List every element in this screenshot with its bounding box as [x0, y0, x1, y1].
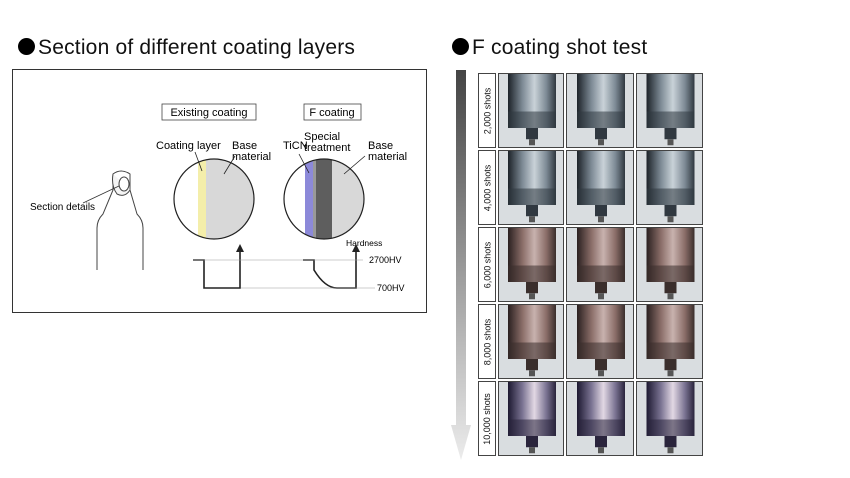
shots-row-label-text: 10,000 shots — [482, 392, 493, 445]
f-coating-title-box — [303, 103, 362, 121]
f-base-label-1: Base — [368, 140, 393, 152]
shots-row-label-text: 8,000 shots — [482, 318, 493, 365]
left-heading-text: Section of different coating layers — [38, 36, 356, 59]
hardness-label: Hardness — [346, 238, 382, 248]
shot-test-photo — [498, 150, 564, 225]
special-treatment-label-1: Special — [304, 131, 340, 143]
section-details-leader — [82, 185, 120, 204]
shot-test-photo — [498, 381, 564, 456]
existing-base-label-1: Base — [232, 140, 257, 152]
right-heading-text: F coating shot test — [472, 36, 648, 59]
bullet-icon — [452, 38, 469, 55]
shots-row-label: 10,000 shots — [478, 381, 496, 456]
shot-test-photo — [566, 73, 634, 148]
left-heading: Section of different coating layers — [18, 36, 355, 60]
existing-coating-title-box — [161, 103, 257, 121]
shots-row-label-text: 4,000 shots — [482, 164, 493, 211]
existing-base-label-2: material — [232, 151, 271, 163]
shots-row-label: 8,000 shots — [478, 304, 496, 379]
existing-coating-title: Existing coating — [170, 107, 247, 119]
shot-test-photo — [566, 150, 634, 225]
right-heading: F coating shot test — [452, 36, 647, 60]
hardness-arrow-icon — [236, 244, 244, 252]
shot-test-photo — [636, 227, 703, 302]
section-diagram-svg: Section details Existing coating Coating… — [30, 103, 407, 293]
hv-low-label: 700HV — [377, 283, 405, 293]
shots-row-label-text: 6,000 shots — [482, 241, 493, 288]
hardness-arrow-icon — [352, 244, 360, 252]
hv-high-label: 2700HV — [369, 255, 402, 265]
f-base-label-2: material — [368, 151, 407, 163]
shot-test-photo — [498, 304, 564, 379]
coating-section-diagram: Section details Existing coating Coating… — [12, 69, 427, 313]
special-treatment-label-2: treatment — [304, 142, 350, 154]
shots-row-label: 4,000 shots — [478, 150, 496, 225]
shot-test-photo — [566, 227, 634, 302]
shot-test-photo — [636, 73, 703, 148]
shot-test-photo — [566, 304, 634, 379]
shot-test-photo — [636, 304, 703, 379]
tool-drawing — [96, 170, 144, 270]
shot-test-photo — [498, 73, 564, 148]
shots-row-label: 2,000 shots — [478, 73, 496, 148]
f-coating-title: F coating — [309, 107, 354, 119]
shot-test-photo — [566, 381, 634, 456]
bullet-icon — [18, 38, 35, 55]
section-details-label: Section details — [30, 202, 95, 213]
shots-row-label: 6,000 shots — [478, 227, 496, 302]
existing-hardness-profile — [193, 250, 241, 289]
shot-test-photo — [636, 150, 703, 225]
ticn-label: TiCN — [283, 140, 308, 152]
coating-layer-label: Coating layer — [156, 140, 221, 152]
shots-progress-arrow — [451, 70, 471, 460]
shots-row-label-text: 2,000 shots — [482, 87, 493, 134]
shot-test-photo — [636, 381, 703, 456]
shot-test-photo — [498, 227, 564, 302]
f-hardness-profile — [303, 250, 357, 289]
